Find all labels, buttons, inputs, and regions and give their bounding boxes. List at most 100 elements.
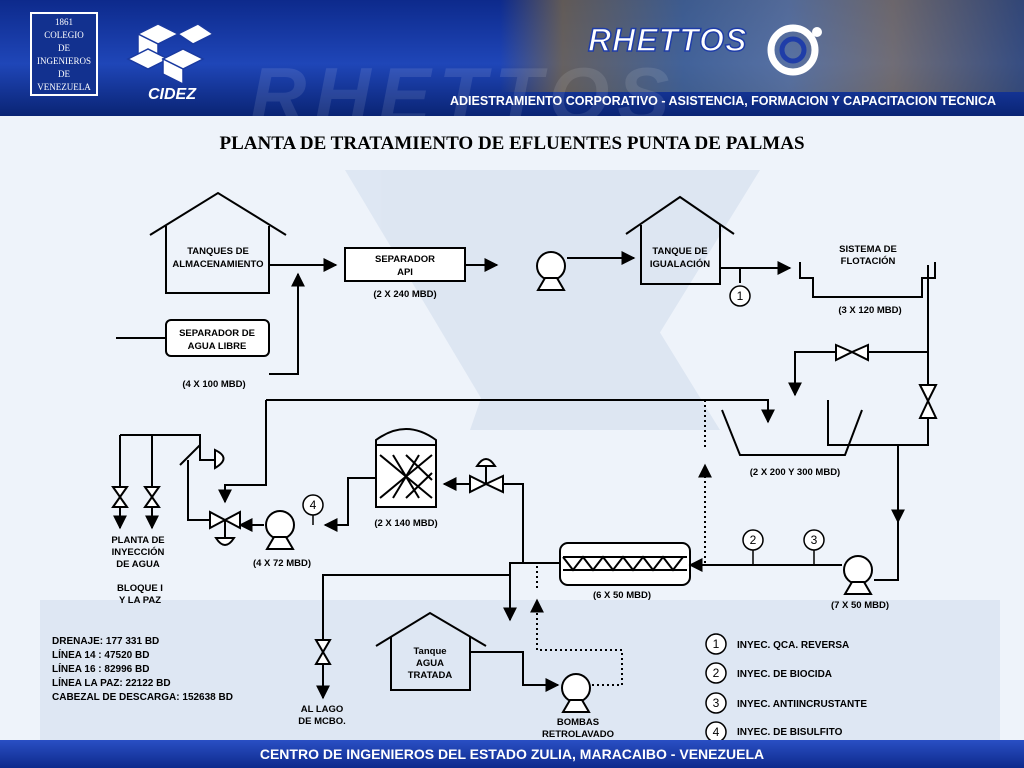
equalization-tank-house — [625, 195, 735, 285]
stat-line: LÍNEA LA PAZ: 22122 BD — [52, 678, 171, 689]
pump-icon — [561, 673, 591, 713]
valve-icon — [849, 343, 869, 362]
horizontal-filter-vessel — [559, 542, 691, 586]
backwash-pumps-label: RETROLAVADO — [542, 729, 614, 740]
treated-water-tank-house — [375, 611, 487, 691]
injection-pumps-capacity: (4 X 72 MBD) — [253, 558, 311, 569]
injection-point-1 — [729, 285, 751, 307]
valve-icon — [143, 495, 161, 508]
valve-icon — [143, 486, 161, 499]
bloque-label: Y LA PAZ — [119, 595, 161, 606]
lake-label: DE MCBO. — [298, 716, 346, 727]
clarifier-tank — [721, 409, 863, 456]
valve-icon — [918, 384, 938, 404]
stat-line: LÍNEA 16 : 82996 BD — [52, 664, 150, 675]
pump-icon — [536, 251, 566, 291]
legend-label: INYEC. DE BISULFITO — [737, 727, 843, 738]
legend: 1 2 3 4 INYEC. QCA. REVERSA INYEC. DE BI… — [705, 633, 867, 740]
seal-line: INGENIEROS — [37, 56, 91, 66]
free-water-separator-label: SEPARADOR DE — [179, 328, 255, 339]
rhettos-swirl-icon — [767, 24, 822, 76]
free-water-separator-capacity: (4 X 100 MBD) — [182, 379, 245, 390]
bloque-label: BLOQUE I — [117, 583, 163, 594]
storage-tanks-label: TANQUES DE — [187, 246, 249, 257]
api-separator-capacity: (2 X 240 MBD) — [373, 289, 436, 300]
lake-label: AL LAGO — [301, 704, 344, 715]
seal-line: COLEGIO — [44, 30, 84, 40]
api-separator-box — [344, 247, 466, 282]
filter-vessel-capacity: (6 X 50 MBD) — [593, 590, 651, 601]
seal-line: VENEZUELA — [37, 82, 91, 92]
page-title: PLANTA DE TRATAMIENTO DE EFLUENTES PUNTA… — [219, 133, 805, 154]
pump-icon — [843, 555, 873, 595]
filter-column-capacity: (2 X 140 MBD) — [374, 518, 437, 529]
footer-banner: CENTRO DE INGENIEROS DEL ESTADO ZULIA, M… — [0, 740, 1024, 768]
valve-icon — [314, 650, 332, 665]
flotation-capacity: (3 X 120 MBD) — [838, 305, 901, 316]
clarifier-capacity: (2 X 200 Y 300 MBD) — [750, 467, 840, 478]
equalization-tank-label: TANQUE DE — [652, 246, 707, 257]
legend-marker — [705, 662, 727, 684]
valve-icon — [314, 639, 332, 654]
pumps — [265, 251, 873, 713]
injection-point-1-label: 1 — [737, 289, 744, 303]
treated-water-label: AGUA — [416, 658, 444, 669]
injection-plant-label: DE AGUA — [116, 559, 160, 570]
seal-year: 1861 — [55, 17, 73, 27]
legend-number: 2 — [713, 666, 720, 680]
backwash-pumps-label: BOMBAS — [557, 717, 599, 728]
stat-line: LÍNEA 14 : 47520 BD — [52, 650, 150, 661]
injection-plant-label: INYECCIÓN — [112, 546, 165, 558]
seal-line: DE — [58, 43, 70, 53]
injection-point-2-label: 2 — [750, 533, 757, 547]
valve-icon — [111, 495, 129, 508]
rhettos-logo: RHETTOS — [587, 21, 748, 59]
free-water-separator-label: AGUA LIBRE — [188, 341, 247, 352]
legend-label: INYEC. QCA. REVERSA — [737, 640, 849, 651]
valve-icon — [111, 486, 129, 499]
legend-marker — [705, 692, 727, 714]
injection-plant-label: PLANTA DE — [111, 535, 164, 546]
legend-label: INYEC. ANTIINCRUSTANTE — [737, 699, 867, 710]
legend-marker — [705, 721, 727, 740]
valve-icon — [483, 474, 504, 494]
equalization-tank-label: IGUALACIÓN — [650, 258, 710, 270]
injection-point-4-label: 4 — [310, 498, 317, 512]
storage-tanks-label: ALMACENAMIENTO — [172, 259, 263, 270]
control-valve-icon — [209, 510, 228, 530]
valve-icon — [918, 398, 938, 419]
background-watermark — [40, 170, 1000, 740]
legend-marker — [705, 633, 727, 655]
injection-points — [302, 285, 825, 565]
header-banner: RHETTOS 1861 COLEGIO DE INGENIEROS DE VE… — [0, 0, 1024, 116]
cidez-wordmark: CIDEZ — [148, 86, 196, 103]
stat-line: DRENAJE: 177 331 BD — [52, 636, 160, 647]
legend-number: 4 — [713, 725, 720, 739]
legend-number: 1 — [713, 637, 720, 651]
seal-line: DE — [58, 69, 70, 79]
header-tagline: ADIESTRAMIENTO CORPORATIVO - ASISTENCIA,… — [450, 94, 997, 108]
colegio-seal-logo: 1861 COLEGIO DE INGENIEROS DE VENEZUELA — [30, 12, 98, 96]
filter-column — [375, 428, 437, 508]
booster-pumps-capacity: (7 X 50 MBD) — [831, 600, 889, 611]
valve-icon — [469, 474, 489, 494]
cidez-cubes-logo — [126, 23, 215, 86]
flotation-label: SISTEMA DE — [839, 244, 897, 255]
header-watermark: RHETTOS — [250, 51, 678, 116]
valves — [111, 343, 938, 665]
legend-number: 3 — [713, 696, 720, 710]
api-separator-label: SEPARADOR — [375, 254, 435, 265]
treated-water-label: Tanque — [413, 646, 446, 657]
flow-diagram: 1 2 3 4 TANQUES DE ALMACENAMIENTO SEPARA… — [40, 170, 1000, 740]
injection-point-3-label: 3 — [811, 533, 818, 547]
pump-icon — [265, 510, 295, 550]
header-photo-strip — [500, 0, 1024, 92]
valve-icon — [835, 343, 855, 362]
flotation-tank — [799, 262, 936, 298]
stat-line: CABEZAL DE DESCARGA: 152638 BD — [52, 692, 233, 703]
piping — [113, 251, 929, 700]
storage-tanks-house — [149, 191, 287, 294]
api-separator-label: API — [397, 267, 413, 278]
legend-label: INYEC. DE BIOCIDA — [737, 669, 832, 680]
flotation-label: FLOTACIÓN — [841, 255, 896, 267]
